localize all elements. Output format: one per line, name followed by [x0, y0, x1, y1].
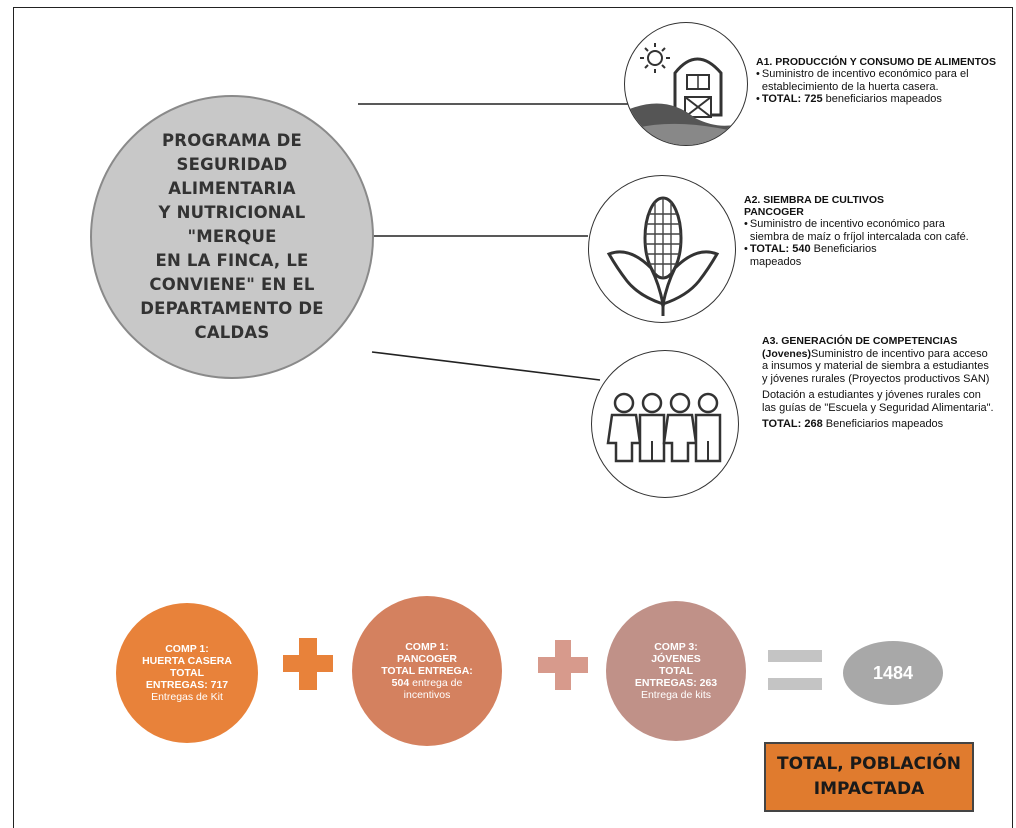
summary-3-line1: COMP 3:	[654, 641, 698, 653]
summary-1-line1: COMP 1:	[165, 643, 209, 655]
summary-1-line3: TOTAL	[169, 667, 205, 679]
total-population-box: TOTAL, POBLACIÓN IMPACTADA	[764, 742, 974, 812]
summary-2-line3: TOTAL ENTREGA:	[381, 665, 473, 677]
equals-icon	[768, 650, 822, 692]
summary-3-line5: Entrega de kits	[640, 689, 712, 701]
a2-description: Suministro de incentivo económico para s…	[749, 218, 969, 243]
summary-1-line2: HUERTA CASERA	[142, 655, 232, 667]
summary-1-line5: Entregas de Kit	[151, 691, 223, 703]
summary-jovenes: COMP 3: JÓVENES TOTAL ENTREGAS: 263 Entr…	[606, 601, 746, 741]
connector-a3	[371, 351, 601, 381]
a2-bullet: •Suministro de incentivo económico para …	[744, 218, 969, 243]
summary-1-line4: ENTREGAS: 717	[145, 679, 229, 691]
a3-total: TOTAL: 268 Beneficiarios mapeados	[762, 418, 994, 431]
a3-total-label: TOTAL: 268	[762, 418, 823, 430]
a1-total-rest: beneficiarios mapeados	[822, 93, 942, 105]
summary-3-line3: TOTAL	[658, 665, 694, 677]
a3-total-rest: Beneficiarios mapeados	[822, 418, 944, 430]
program-title: PROGRAMA DE SEGURIDAD ALIMENTARIA Y NUTR…	[140, 131, 324, 342]
a1-heading: A1. PRODUCCIÓN Y CONSUMO DE ALIMENTOS	[756, 56, 996, 68]
a1-bullet: •Suministro de incentivo económico para …	[756, 68, 1016, 93]
a3-text: A3. GENERACIÓN DE COMPETENCIAS (Jovenes)…	[762, 335, 994, 385]
summary-2-line4: 504	[391, 677, 410, 689]
a2-total-label: TOTAL: 540	[749, 243, 811, 255]
a1-description: Suministro de incentivo económico para e…	[761, 68, 969, 93]
a2-total-rest: Beneficiarios mapeados	[749, 243, 877, 268]
summary-huerta-casera: COMP 1: HUERTA CASERA TOTAL ENTREGAS: 71…	[116, 603, 258, 743]
summary-2-line1: COMP 1:	[405, 641, 449, 653]
diagram-frame	[13, 7, 1013, 828]
a1-total: •TOTAL: 725 beneficiarios mapeados	[756, 93, 942, 105]
corn-icon	[588, 175, 736, 323]
summary-2-line4b: entrega de	[409, 677, 463, 689]
result-value: 1484	[843, 641, 943, 705]
a3-description: Suministro de incentivo para acceso a in…	[762, 347, 990, 385]
plus-icon-2	[538, 640, 588, 690]
component-a3-info: A3. GENERACIÓN DE COMPETENCIAS (Jovenes)…	[762, 335, 994, 431]
summary-pancoger: COMP 1: PANCOGER TOTAL ENTREGA: 504 entr…	[352, 596, 502, 746]
a1-total-label: TOTAL: 725	[761, 93, 823, 105]
program-circle: PROGRAMA DE SEGURIDAD ALIMENTARIA Y NUTR…	[90, 95, 374, 379]
summary-2-line5: incentivos	[403, 689, 451, 701]
a2-heading: A2. SIEMBRA DE CULTIVOS PANCOGER	[744, 194, 885, 218]
summary-3-line2: JÓVENES	[651, 653, 701, 665]
farm-icon	[624, 22, 748, 146]
summary-2-line2: PANCOGER	[397, 653, 457, 665]
summary-3-line4: ENTREGAS: 263	[634, 677, 718, 689]
component-a1-info: A1. PRODUCCIÓN Y CONSUMO DE ALIMENTOS •S…	[756, 56, 1016, 106]
component-a2-info: A2. SIEMBRA DE CULTIVOS PANCOGER •Sumini…	[744, 194, 984, 268]
children-icon	[591, 350, 739, 498]
plus-icon-1	[283, 638, 333, 690]
total-line-1: TOTAL, POBLACIÓN	[776, 754, 962, 774]
summary-2-line4-wrap: 504 entrega de	[392, 677, 463, 689]
a3-heading: A3. GENERACIÓN DE COMPETENCIAS (Jovenes)	[762, 335, 958, 360]
total-line-2: IMPACTADA	[813, 779, 925, 799]
a3-description-2: Dotación a estudiantes y jóvenes rurales…	[762, 389, 994, 414]
a2-total: •TOTAL: 540 Beneficiarios mapeados	[744, 243, 877, 268]
